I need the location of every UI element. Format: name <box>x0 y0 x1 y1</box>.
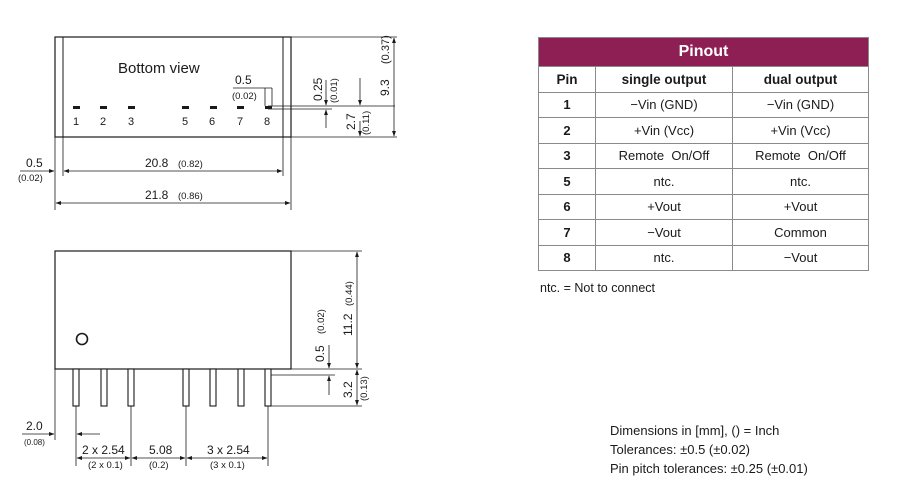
pin-pad <box>210 106 217 109</box>
dim-pad-height-inch: (0.01) <box>329 78 340 103</box>
dim-length-inch: (0.86) <box>178 191 203 202</box>
bottom-view-label: Bottom view <box>118 60 200 77</box>
pinout-title: Pinout <box>538 37 869 67</box>
table-row: 7 −Vout Common <box>538 219 869 246</box>
single-output-cell: +Vout <box>595 193 733 220</box>
single-output-cell: +Vin (Vcc) <box>595 117 733 144</box>
dual-output-cell: Common <box>732 219 869 246</box>
pinout-header-row: Pin single output dual output <box>538 66 869 93</box>
table-row: 5 ntc. ntc. <box>538 168 869 195</box>
table-row: 2 +Vin (Vcc) +Vin (Vcc) <box>538 117 869 144</box>
table-row: 8 ntc. −Vout <box>538 244 869 271</box>
pin-cell: 6 <box>538 193 596 220</box>
pin <box>264 368 272 407</box>
pin-cell: 1 <box>538 91 596 118</box>
pin-number: 8 <box>264 116 270 128</box>
pitch-tolerance-note: Pin pitch tolerances: ±0.25 (±0.01) <box>610 461 808 476</box>
pin-number: 7 <box>237 116 243 128</box>
pin-cell: 5 <box>538 168 596 195</box>
dim-gap: 5.08 <box>149 443 173 457</box>
pinout-table: Pinout Pin single output dual output 1 −… <box>538 37 869 271</box>
dual-output-cell: Remote On/Off <box>732 142 869 169</box>
single-output-cell: −Vout <box>595 219 733 246</box>
table-row: 3 Remote On/Off Remote On/Off <box>538 142 869 169</box>
dim-pitch-b: 3 x 2.54 <box>207 443 250 457</box>
dim-height-inch: (0.44) <box>344 281 355 306</box>
column-header: single output <box>595 66 733 93</box>
single-output-cell: −Vin (GND) <box>595 91 733 118</box>
pin <box>72 368 80 407</box>
pin-cell: 2 <box>538 117 596 144</box>
single-output-cell: Remote On/Off <box>595 142 733 169</box>
column-header: Pin <box>538 66 596 93</box>
dim-edge: 2.0 <box>26 419 43 433</box>
dim-span: 20.8 <box>145 156 169 170</box>
dual-output-cell: ntc. <box>732 168 869 195</box>
pin <box>127 368 135 407</box>
dim-standoff-inch: (0.02) <box>316 309 327 334</box>
pin <box>182 368 190 407</box>
pin-pad <box>182 106 189 109</box>
pin-pad <box>128 106 135 109</box>
dim-offset-inch: (0.11) <box>361 111 372 135</box>
pin1-marker <box>75 332 89 346</box>
dual-output-cell: −Vin (GND) <box>732 91 869 118</box>
pin-number: 6 <box>209 116 215 128</box>
pins <box>72 368 272 407</box>
dimension-units-note: Dimensions in [mm], () = Inch <box>610 423 780 438</box>
pin-pads <box>73 106 272 109</box>
dim-pin-length-inch: (0.13) <box>359 376 370 401</box>
dual-output-cell: +Vin (Vcc) <box>732 117 869 144</box>
dim-height: 11.2 <box>341 313 355 336</box>
dim-span-inch: (0.82) <box>178 159 203 170</box>
ntc-note: ntc. = Not to connect <box>540 281 655 295</box>
dim-pitch-b-inch: (3 x 0.1) <box>210 460 245 471</box>
pin-number: 3 <box>128 116 134 128</box>
single-output-cell: ntc. <box>595 244 733 271</box>
pin-pad <box>265 106 272 109</box>
dual-output-cell: −Vout <box>732 244 869 271</box>
table-row: 6 +Vout +Vout <box>538 193 869 220</box>
pin <box>237 368 245 407</box>
dim-pin-width: 0.5 <box>235 73 252 87</box>
side-view <box>22 250 362 466</box>
dim-pin-length: 3.2 <box>341 381 355 398</box>
pin <box>100 368 108 407</box>
dim-left: 0.5 <box>26 156 43 170</box>
dim-standoff: 0.5 <box>313 345 327 362</box>
pin-number: 2 <box>100 116 106 128</box>
bottom-view <box>20 36 397 210</box>
dim-pin-width-inch: (0.02) <box>232 91 257 102</box>
column-header: dual output <box>732 66 869 93</box>
dual-output-cell: +Vout <box>732 193 869 220</box>
pin-cell: 8 <box>538 244 596 271</box>
table-row: 1 −Vin (GND) −Vin (GND) <box>538 91 869 118</box>
pin-cell: 3 <box>538 142 596 169</box>
pin-number: 1 <box>73 116 79 128</box>
side-view-body <box>54 250 292 370</box>
single-output-cell: ntc. <box>595 168 733 195</box>
pin-pad <box>73 106 80 109</box>
dim-depth: 9.3 <box>378 79 392 96</box>
pin-cell: 7 <box>538 219 596 246</box>
dim-pitch-a: 2 x 2.54 <box>82 443 125 457</box>
dim-pad-height: 0.25 <box>311 77 325 101</box>
pin-number: 5 <box>182 116 188 128</box>
dim-depth-inch: (0.37) <box>380 35 392 64</box>
dim-edge-inch: (0.08) <box>24 438 45 447</box>
tolerance-note: Tolerances: ±0.5 (±0.02) <box>610 442 751 457</box>
pin-pad <box>100 106 107 109</box>
dim-left-inch: (0.02) <box>18 173 43 184</box>
dim-length: 21.8 <box>145 188 169 202</box>
bottom-view-body <box>54 36 292 138</box>
dimension-notes: Dimensions in [mm], () = Inch Tolerances… <box>610 421 808 478</box>
pin-numbers: 1 2 3 5 6 7 8 <box>73 116 270 128</box>
dim-gap-inch: (0.2) <box>149 460 169 471</box>
dim-offset: 2.7 <box>344 113 358 130</box>
pin <box>209 368 217 407</box>
pin-pad <box>237 106 244 109</box>
dim-pitch-a-inch: (2 x 0.1) <box>88 460 123 471</box>
